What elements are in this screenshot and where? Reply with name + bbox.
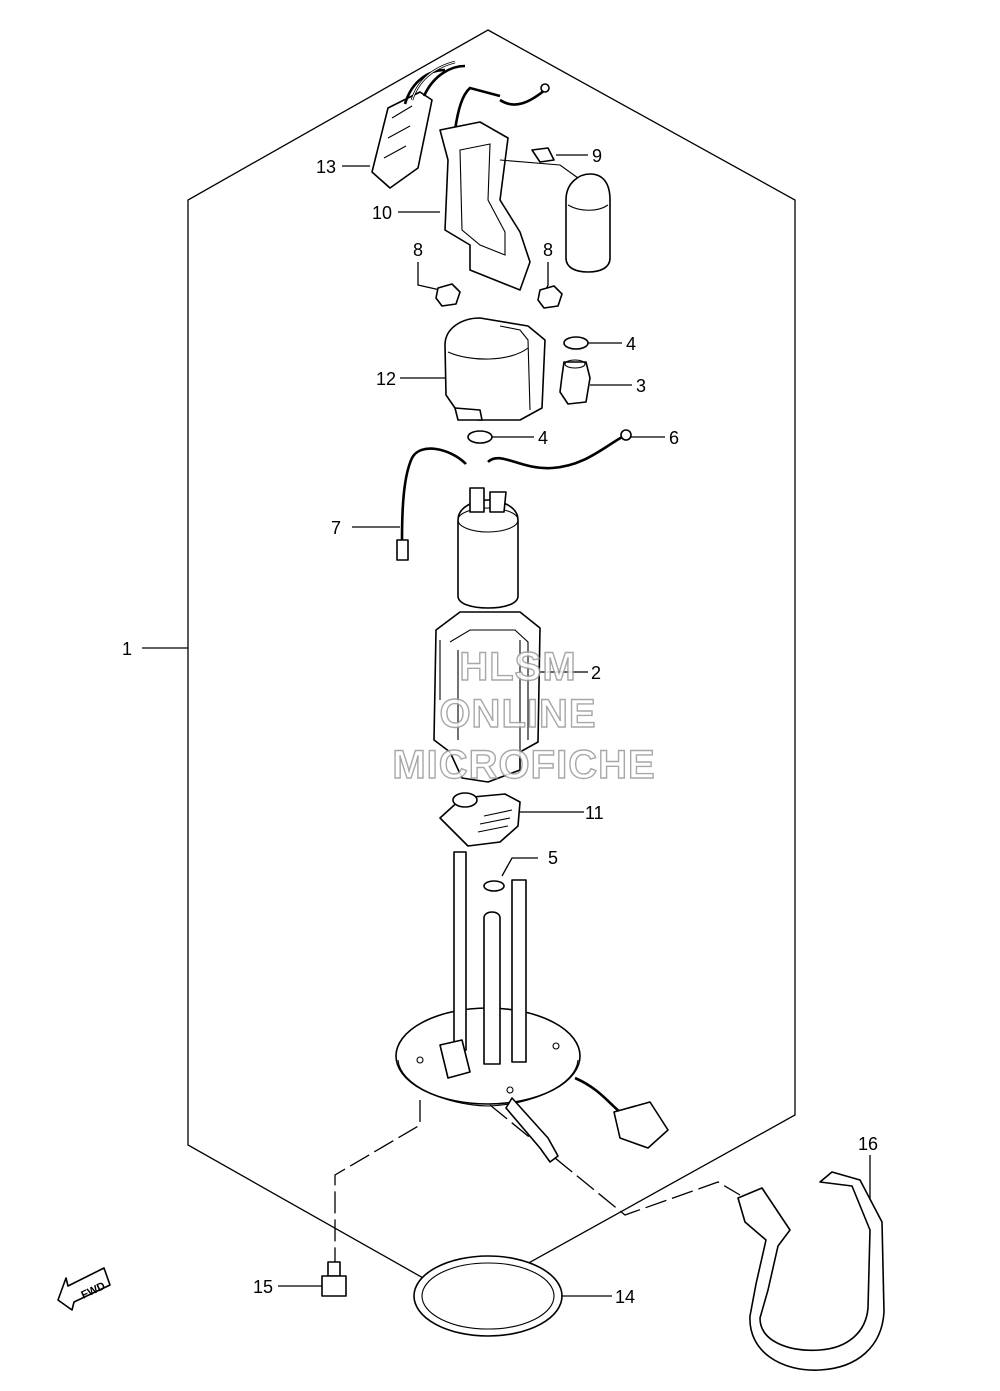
callout-7: 7 (331, 518, 341, 538)
callout-3: 3 (636, 376, 646, 396)
part-15-bolt (321, 1261, 347, 1297)
callout-6: 6 (669, 428, 679, 448)
watermark-line-1: HLSM (459, 645, 576, 689)
callout-4b: 4 (538, 428, 548, 448)
callout-14: 14 (615, 1287, 635, 1307)
watermark: HLSM ONLINE MICROFICHE (392, 644, 656, 787)
fuel-pump-motor (457, 487, 519, 609)
part-10-bracket (439, 83, 579, 291)
part-9-clip (531, 147, 555, 163)
part-5-o-ring (483, 880, 505, 892)
leader-lines (142, 154, 871, 1297)
part-3-pressure-regulator (559, 359, 591, 405)
callout-1: 1 (122, 639, 132, 659)
part-13-connector-holder (371, 60, 466, 189)
callout-5: 5 (548, 848, 558, 868)
callout-10: 10 (372, 203, 392, 223)
part-4-o-ring-lower (467, 430, 493, 444)
callout-4a: 4 (626, 334, 636, 354)
pump-base-plate (395, 851, 581, 1107)
callout-11: 11 (585, 803, 604, 823)
callout-8b: 8 (543, 240, 553, 260)
part-14-gasket (413, 1255, 563, 1337)
part-2-filter-housing (433, 611, 541, 783)
wire-harness-connector (574, 1076, 669, 1149)
part-8-screw-right (537, 285, 563, 309)
callout-2: 2 (591, 663, 601, 683)
part-7-wire-lead (396, 447, 467, 561)
callout-12: 12 (376, 369, 396, 389)
callout-8a: 8 (413, 240, 423, 260)
watermark-line-2: ONLINE (439, 692, 596, 736)
callout-15: 15 (253, 1277, 273, 1297)
fwd-direction-arrow: FWD (57, 1267, 111, 1311)
callout-labels: 1 2 3 4 4 5 6 7 8 8 9 10 11 12 13 14 15 … (122, 146, 878, 1307)
callout-16: 16 (858, 1134, 878, 1154)
fuel-level-float (565, 173, 611, 273)
part-4-o-ring-upper (563, 336, 589, 350)
part-11-fuel-strainer (439, 792, 521, 847)
fuel-outlet-pipe (505, 1097, 559, 1163)
part-16-fuel-hose (737, 1171, 885, 1371)
watermark-line-3: MICROFICHE (392, 743, 655, 787)
callout-9: 9 (592, 146, 602, 166)
part-12-pump-cover (444, 317, 546, 421)
part-6-wire-lead (487, 429, 632, 470)
callout-13: 13 (316, 157, 336, 177)
part-8-screw-left (435, 283, 461, 307)
